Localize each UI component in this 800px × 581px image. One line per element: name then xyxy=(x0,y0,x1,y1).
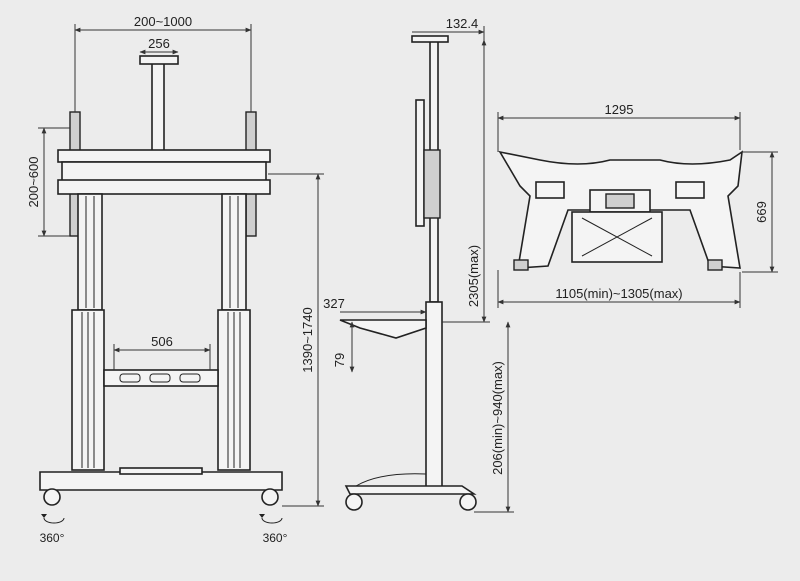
label-base-depth: 669 xyxy=(754,201,769,223)
label-rotate-right: 360° xyxy=(263,531,288,545)
side-view: 132.4 2305(max) 327 79 206(min)~940(max) xyxy=(323,16,514,513)
side-display-plate xyxy=(415,99,425,227)
label-column-width: 256 xyxy=(148,36,170,51)
left-column-upper xyxy=(77,193,103,311)
front-shelf-holes xyxy=(119,373,201,383)
label-wheel-span: 1105(min)~1305(max) xyxy=(555,286,682,301)
front-mast-cap xyxy=(139,55,179,65)
side-mast-cap xyxy=(411,35,449,43)
top-handle-left xyxy=(535,181,565,199)
front-base-plate xyxy=(119,467,203,475)
label-vesa-height: 200~600 xyxy=(26,157,41,208)
label-base-width: 1295 xyxy=(605,102,634,117)
side-wheel-left xyxy=(345,493,363,511)
front-view: 200~1000 256 200~600 506 1390~1740 360° … xyxy=(26,14,324,545)
front-wheel-right xyxy=(261,488,279,506)
label-rotate-left: 360° xyxy=(40,531,65,545)
label-total-height: 2305(max) xyxy=(466,245,481,307)
label-shelf-width: 506 xyxy=(151,334,173,349)
column-ribs xyxy=(81,196,241,468)
label-shelf-thickness: 79 xyxy=(332,353,347,367)
front-mast xyxy=(151,57,165,153)
top-view: 1295 669 1105(min)~1305(max) xyxy=(497,102,778,308)
side-mast-lower xyxy=(425,301,443,489)
front-bottom-beam xyxy=(57,179,271,195)
side-wheel-right xyxy=(459,493,477,511)
label-shelf-depth: 327 xyxy=(323,296,345,311)
top-wheel-left xyxy=(513,259,529,271)
label-shelf-height: 206(min)~940(max) xyxy=(490,361,505,475)
label-vesa-width: 200~1000 xyxy=(134,14,192,29)
label-mount-depth: 132.4 xyxy=(446,16,479,31)
front-shelf-bar xyxy=(103,369,219,387)
rotation-arrow-icon xyxy=(41,514,65,524)
top-handle-right xyxy=(675,181,705,199)
top-wheel-right xyxy=(707,259,723,271)
top-shelf-cross xyxy=(581,217,653,257)
side-base xyxy=(344,485,477,495)
top-socket xyxy=(605,193,635,209)
right-column-upper xyxy=(221,193,247,311)
front-top-beam xyxy=(57,149,271,163)
front-wheel-left xyxy=(43,488,61,506)
label-height-range: 1390~1740 xyxy=(300,307,315,372)
side-mount-block xyxy=(423,149,441,219)
side-shelf xyxy=(339,319,427,339)
rotation-arrow-icon xyxy=(259,514,283,524)
